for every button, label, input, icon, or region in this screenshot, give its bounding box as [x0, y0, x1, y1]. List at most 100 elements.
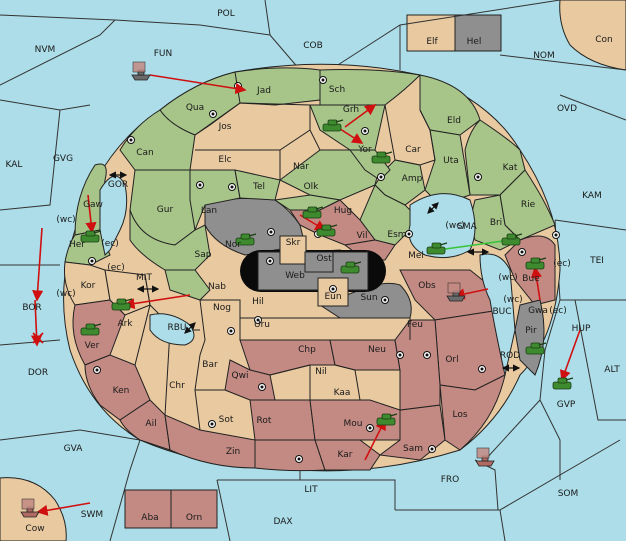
province-Orn[interactable]	[170, 489, 218, 529]
dislodge-mark	[32, 332, 44, 344]
province-label-Chr: Chr	[169, 381, 185, 391]
army-unit-icon[interactable]	[501, 233, 523, 246]
supply-center-dot	[520, 250, 524, 254]
sea-label-Con: Con	[595, 35, 613, 45]
province-Hel[interactable]	[454, 14, 502, 52]
supply-center-dot	[379, 175, 383, 179]
coast-marker: (wc)	[498, 273, 517, 283]
province-label-Gwa: Gwa	[528, 306, 548, 316]
province-label-Can: Can	[136, 148, 154, 158]
fleet-unit-icon[interactable]	[131, 61, 151, 81]
province-Orl-west[interactable]	[394, 319, 441, 411]
province-Sap[interactable]	[129, 209, 211, 271]
army-unit-icon[interactable]	[426, 242, 448, 255]
sea-label-HUP: HUP	[572, 324, 591, 334]
province-Zin[interactable]	[164, 414, 256, 469]
province-label-Kat: Kat	[503, 163, 518, 173]
sea-label-SOM: SOM	[558, 489, 579, 499]
sea-label-BOR: BOR	[22, 303, 41, 313]
province-label-Aba: Aba	[141, 513, 158, 523]
province-Nab[interactable]	[164, 269, 211, 301]
province-label-Nab: Nab	[208, 282, 226, 292]
province-label-Ken: Ken	[113, 386, 130, 396]
army-unit-icon[interactable]	[111, 298, 133, 311]
province-label-Nar: Nar	[293, 162, 309, 172]
army-unit-icon[interactable]	[340, 261, 362, 274]
army-unit-icon[interactable]	[525, 257, 547, 270]
army-unit-icon[interactable]	[80, 230, 102, 243]
province-label-Vil: Vil	[357, 231, 368, 241]
supply-center-dot	[236, 84, 240, 88]
province-label-Grh: Grh	[343, 105, 359, 115]
army-unit-icon[interactable]	[302, 206, 324, 219]
province-label-Uru: Uru	[254, 320, 270, 330]
supply-center-dot	[331, 287, 335, 291]
province-Neu[interactable]	[329, 339, 401, 371]
province-Can[interactable]	[119, 109, 196, 171]
province-label-Neu: Neu	[368, 345, 386, 355]
sea-label-COB: COB	[303, 41, 323, 51]
province-label-Orl: Orl	[445, 355, 458, 365]
sea-BUC[interactable]	[479, 253, 516, 376]
supply-center-dot	[425, 353, 429, 357]
province-Aba[interactable]	[124, 489, 172, 529]
supply-center-dot	[198, 183, 202, 187]
sea-label-ROD: ROD	[500, 351, 520, 361]
army-unit-icon[interactable]	[316, 224, 338, 237]
province-label-Kaa: Kaa	[334, 388, 351, 398]
sea-label-Hel: Hel	[467, 37, 482, 47]
sea-label-FUN: FUN	[154, 49, 173, 59]
sea-label-SMA: SMA	[457, 222, 477, 232]
province-Bue[interactable]	[504, 235, 556, 306]
province-Ken[interactable]	[84, 354, 151, 421]
province-label-Sap: Sap	[195, 250, 212, 260]
province-label-Gur: Gur	[157, 205, 174, 215]
army-unit-icon[interactable]	[525, 342, 547, 355]
army-unit-icon[interactable]	[235, 233, 257, 246]
province-label-Ver: Ver	[85, 341, 100, 351]
province-label-Feu: Feu	[407, 320, 423, 330]
province-label-Nor: Nor	[225, 240, 241, 250]
province-label-Eun: Eun	[324, 292, 341, 302]
sea-label-GVG: GVG	[53, 154, 73, 164]
army-unit-icon[interactable]	[371, 151, 393, 164]
sea-label-GVA: GVA	[64, 444, 84, 454]
province-Zin-east[interactable]	[254, 439, 326, 472]
army-unit-icon[interactable]	[80, 323, 102, 336]
province-Ost[interactable]	[304, 251, 334, 273]
sea-label-SWM: SWM	[81, 510, 103, 520]
channel-arrows	[108, 171, 521, 372]
province-label-Rie: Rie	[521, 200, 536, 210]
coast-marker: (wc)	[56, 215, 75, 225]
sea-label-MIT: MIT	[136, 273, 152, 283]
coast-marker: (ec)	[107, 263, 125, 273]
province-label-Gaw: Gaw	[83, 200, 103, 210]
province-label-Pir: Pir	[525, 326, 537, 336]
province-label-Sch: Sch	[329, 85, 345, 95]
province-label-Sun: Sun	[360, 293, 377, 303]
supply-center-dot	[260, 385, 264, 389]
sea-label-ALT: ALT	[604, 365, 620, 375]
fleet-unit-icon[interactable]	[446, 282, 466, 302]
province-label-Ail: Ail	[145, 419, 156, 429]
province-Skr[interactable]	[279, 235, 307, 265]
province-label-Esm: Esm	[387, 230, 406, 240]
sea-label-KAM: KAM	[582, 191, 602, 201]
province-label-Nog: Nog	[213, 303, 231, 313]
province-label-Car: Car	[405, 145, 421, 155]
province-Rie[interactable]	[499, 169, 556, 241]
army-unit-icon[interactable]	[322, 119, 344, 132]
fleet-unit-icon[interactable]	[475, 447, 495, 467]
province-label-Hil: Hil	[252, 297, 264, 307]
army-unit-icon[interactable]	[376, 413, 398, 426]
province-label-Ark: Ark	[117, 319, 133, 329]
province-Jad[interactable]	[234, 67, 321, 106]
fleet-unit-icon[interactable]	[20, 498, 40, 518]
army-unit-icon[interactable]	[552, 377, 574, 390]
sea-RBU[interactable]	[149, 313, 195, 346]
sea-label-TEI: TEI	[589, 256, 604, 266]
